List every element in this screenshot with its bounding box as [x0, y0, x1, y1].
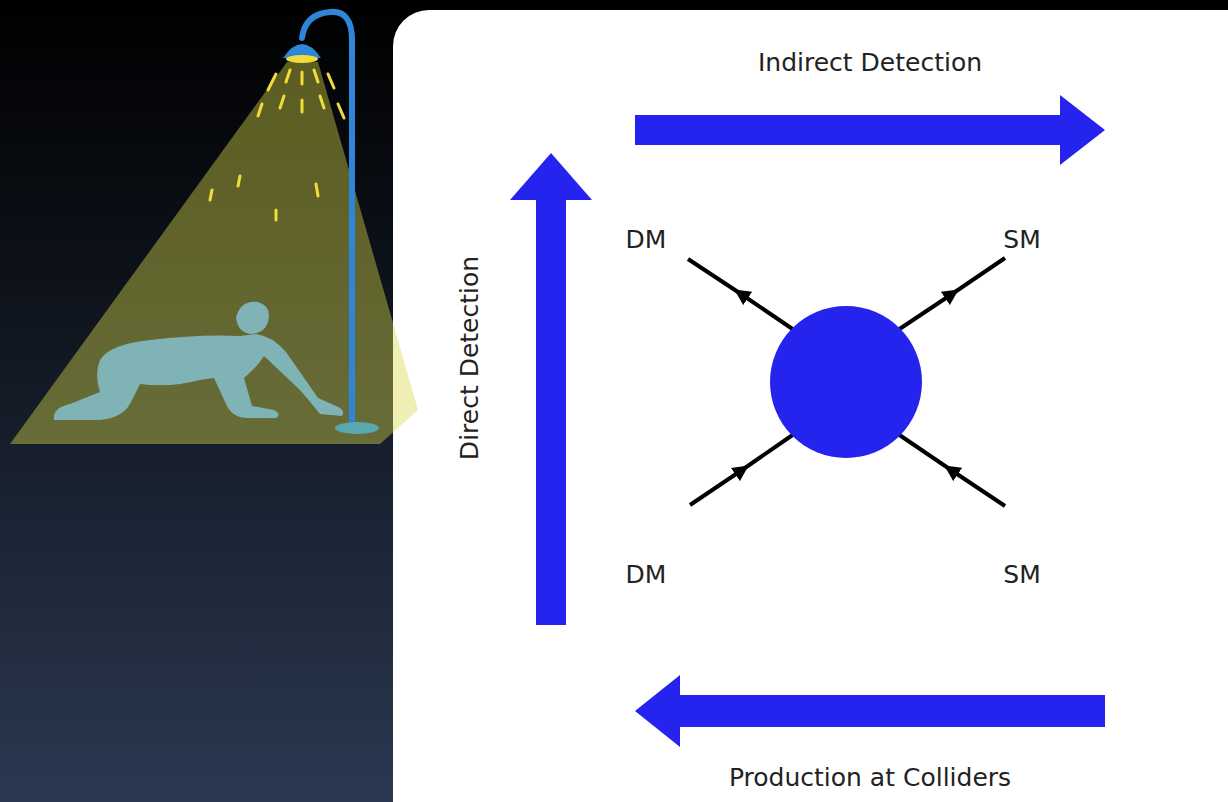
light-rays [210, 70, 344, 220]
interaction-blob [770, 306, 922, 458]
process-arrow [510, 153, 592, 625]
panel [393, 10, 1228, 802]
process-arrow [635, 675, 1105, 747]
process-label: Direct Detection [456, 256, 484, 460]
lamp-base [335, 422, 379, 434]
particle-line [690, 434, 794, 505]
lamp-bulb [286, 55, 318, 63]
particle-line [688, 259, 794, 330]
process-label: Indirect Detection [758, 49, 982, 77]
crawling-man [54, 302, 343, 420]
particle-label: DM [626, 226, 667, 254]
particle-label: SM [1003, 561, 1040, 589]
lamp-pole [302, 12, 352, 428]
particle-label: SM [1003, 226, 1040, 254]
process-arrow [635, 95, 1105, 165]
particle-line [898, 258, 1005, 330]
light-cone [10, 62, 418, 444]
process-label: Production at Colliders [729, 764, 1011, 792]
particle-line [898, 434, 1005, 506]
particle-label: DM [626, 561, 667, 589]
